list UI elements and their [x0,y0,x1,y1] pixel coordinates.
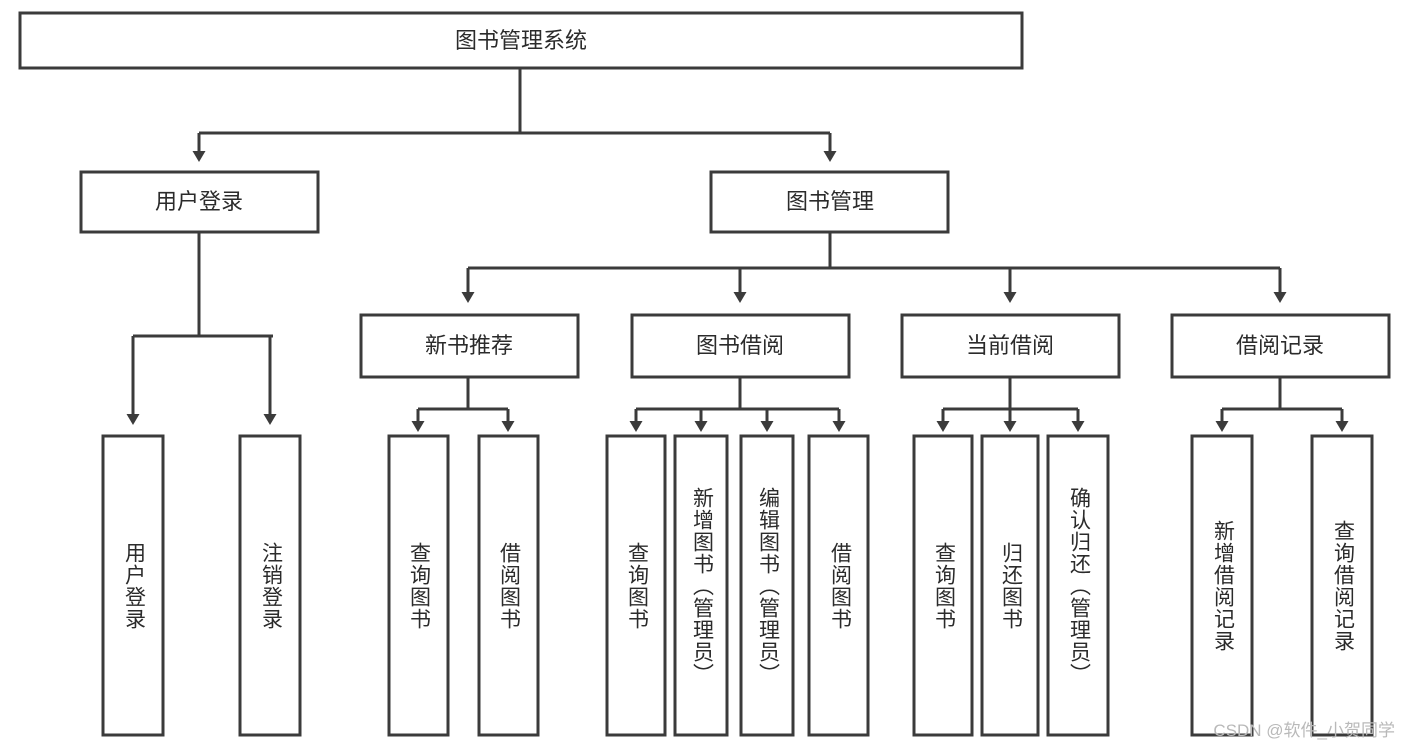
leaf-box[interactable] [739,434,795,737]
node-book-manage-label: 图书管理 [786,189,874,214]
node-user-login-box[interactable] [79,170,320,234]
leaf-book-borrow-2[interactable]: 新增图书（管理员） [673,434,729,737]
leaf-label: 注销登录 [259,542,283,630]
leaf-box[interactable] [101,434,165,737]
node-current-borrow-label: 当前借阅 [966,333,1054,358]
node-current-borrow[interactable]: 当前借阅 [900,313,1121,379]
leaf-new-book-1[interactable]: 查询图书 [387,434,450,737]
leaf-book-borrow-4[interactable]: 借阅图书 [807,434,870,737]
leaf-label: 查询图书 [407,542,431,630]
leaf-user-login-1[interactable]: 用户登录 [101,434,165,737]
leaf-box[interactable] [673,434,729,737]
leaf-box[interactable] [807,434,870,737]
node-book-manage-box[interactable] [709,170,950,234]
node-book-borrow-label: 图书借阅 [696,333,784,358]
leaf-label: 查询图书 [932,542,956,630]
leaf-label: 查询借阅记录 [1331,520,1355,652]
node-book-borrow[interactable]: 图书借阅 [630,313,851,379]
node-root-label: 图书管理系统 [455,28,587,53]
node-book-manage[interactable]: 图书管理 [709,170,950,234]
leaf-book-borrow-3[interactable]: 编辑图书（管理员） [739,434,795,737]
leaf-current-borrow-2[interactable]: 归还图书 [980,434,1040,737]
leaf-label: 借阅图书 [828,542,852,630]
leaf-box[interactable] [1046,434,1110,737]
leaf-label: 归还图书 [999,542,1023,630]
connector-group [126,68,1349,432]
leaf-user-login-2[interactable]: 注销登录 [238,434,302,737]
leaf-box[interactable] [912,434,974,737]
node-root[interactable]: 图书管理系统 [18,11,1024,70]
node-borrow-record-label: 借阅记录 [1236,333,1324,358]
leaf-book-borrow-1[interactable]: 查询图书 [605,434,667,737]
node-user-login[interactable]: 用户登录 [79,170,320,234]
leaf-box[interactable] [1190,434,1254,737]
leaf-box[interactable] [605,434,667,737]
leaf-box[interactable] [1310,434,1374,737]
node-borrow-record-box[interactable] [1170,313,1391,379]
node-borrow-record[interactable]: 借阅记录 [1170,313,1391,379]
node-book-borrow-box[interactable] [630,313,851,379]
node-current-borrow-box[interactable] [900,313,1121,379]
leaf-box[interactable] [980,434,1040,737]
leaf-current-borrow-3[interactable]: 确认归还（管理员） [1046,434,1110,737]
leaf-label: 编辑图书（管理员） [756,487,780,685]
leaf-label: 新增借阅记录 [1211,520,1235,652]
node-new-book-recommend-box[interactable] [359,313,580,379]
leaf-new-book-2[interactable]: 借阅图书 [477,434,540,737]
node-new-book-recommend[interactable]: 新书推荐 [359,313,580,379]
node-root-box[interactable] [18,11,1024,70]
leaf-box[interactable] [238,434,302,737]
leaf-label: 查询图书 [625,542,649,630]
leaf-label: 新增图书（管理员） [690,487,714,685]
node-user-login-label: 用户登录 [155,189,243,214]
leaf-label: 用户登录 [122,542,146,630]
leaf-current-borrow-1[interactable]: 查询图书 [912,434,974,737]
leaf-box[interactable] [477,434,540,737]
leaf-box[interactable] [387,434,450,737]
leaf-borrow-record-2[interactable]: 查询借阅记录 [1310,434,1374,737]
leaf-label: 借阅图书 [497,542,521,630]
leaf-borrow-record-1[interactable]: 新增借阅记录 [1190,434,1254,737]
leaf-label: 确认归还（管理员） [1067,487,1091,685]
node-new-book-recommend-label: 新书推荐 [425,333,513,358]
